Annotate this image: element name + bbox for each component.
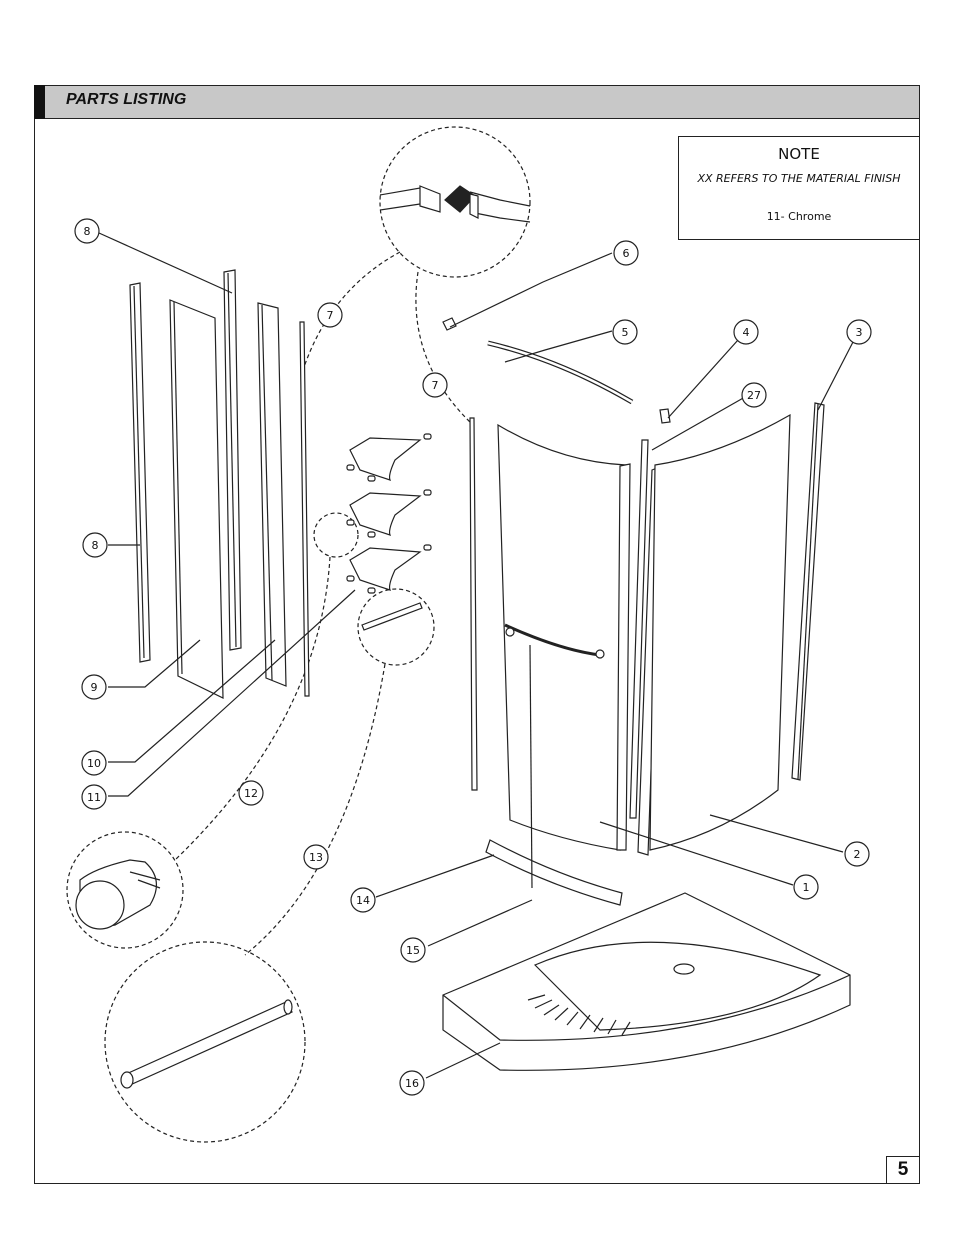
note-box: NOTE XX REFERS TO THE MATERIAL FINISH 11… [678, 136, 920, 240]
callout-7-lower: 7 [432, 379, 439, 392]
callout-2: 2 [854, 848, 861, 861]
callout-5: 5 [622, 326, 629, 339]
detail-circle-12-small [313, 512, 359, 558]
callout-8-top: 8 [84, 225, 91, 238]
detail-circle-12 [66, 831, 184, 949]
callout-13: 13 [309, 851, 323, 864]
callout-8-left: 8 [92, 539, 99, 552]
callout-27: 27 [747, 389, 761, 402]
detail-circle-13 [104, 941, 306, 1143]
detail-circle-7 [379, 126, 531, 278]
callout-11: 11 [87, 791, 101, 804]
note-finish-code: 11- Chrome [766, 210, 832, 223]
detail-circle-13-small [357, 588, 435, 666]
callout-15: 15 [406, 944, 420, 957]
callout-10: 10 [87, 757, 101, 770]
callout-7-upper: 7 [327, 309, 334, 322]
page-number: 5 [897, 1159, 909, 1180]
callout-16: 16 [405, 1077, 419, 1090]
note-finish-text: XX REFERS TO THE MATERIAL FINISH [697, 172, 901, 185]
page-number-box: 5 [886, 1156, 920, 1184]
callout-3: 3 [856, 326, 863, 339]
section-title: PARTS LISTING [66, 91, 187, 108]
callout-14: 14 [356, 894, 370, 907]
section-header [34, 85, 920, 119]
note-title: NOTE [778, 145, 820, 163]
callout-4: 4 [743, 326, 750, 339]
callout-1: 1 [803, 881, 810, 894]
callout-6: 6 [623, 247, 630, 260]
callout-9: 9 [91, 681, 98, 694]
callout-12: 12 [244, 787, 258, 800]
header-accent [34, 85, 45, 119]
